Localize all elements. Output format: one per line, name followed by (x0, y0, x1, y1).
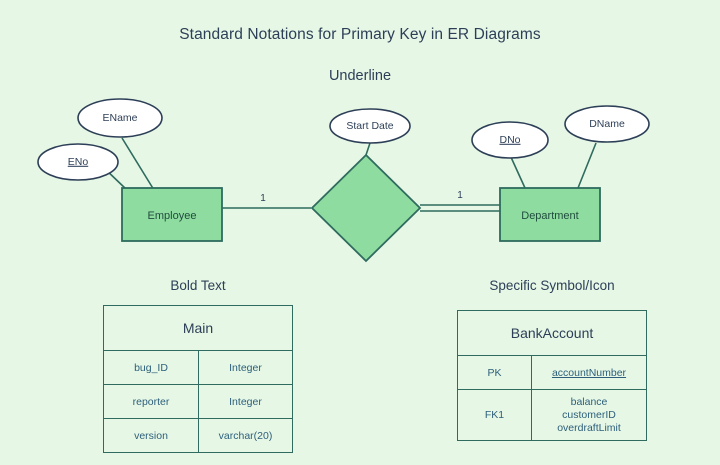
table-main-title: Main (103, 305, 293, 351)
attribute-dname[interactable]: DName (564, 105, 650, 143)
table-row-title: Main (103, 305, 293, 351)
table-row: FK1 balance customerID overdraftLimit (457, 389, 647, 441)
table-row: version varchar(20) (103, 418, 293, 453)
line-dno-department (509, 154, 526, 189)
table-cell-field: version (103, 418, 199, 453)
table-cell-key: PK (457, 355, 532, 390)
attribute-ename-label: EName (102, 112, 137, 124)
table-row-title: BankAccount (457, 310, 647, 356)
entity-department[interactable]: Department (499, 187, 601, 242)
table-cell-type: varchar(20) (198, 418, 293, 453)
line-startdate-relationship (365, 142, 371, 156)
table-row: PK accountNumber (457, 355, 647, 390)
table-row: bug_ID Integer (103, 350, 293, 385)
table-cell-field: reporter (103, 384, 199, 419)
relationship-diamond[interactable] (310, 153, 422, 263)
table-cell-fields: balance customerID overdraftLimit (531, 389, 647, 441)
attribute-dno-label: DNo (499, 134, 520, 146)
attribute-dno[interactable]: DNo (471, 121, 549, 159)
table-main: Main bug_ID Integer reporter Integer ver… (103, 305, 293, 453)
entity-department-label: Department (521, 210, 578, 222)
table-bankaccount-title: BankAccount (457, 310, 647, 356)
table-cell-key: FK1 (457, 389, 532, 441)
er-diagram-canvas: Employee Department 1 1 ENo EName Start … (37, 98, 650, 263)
cardinality-employee: 1 (260, 193, 266, 204)
table-cell-field-overdraftlimit: overdraftLimit (557, 421, 621, 434)
table-cell-type: Integer (198, 350, 293, 385)
line-dname-department (577, 142, 597, 189)
attribute-eno-label: ENo (68, 156, 89, 168)
table-cell-field-accountnumber: accountNumber (551, 366, 627, 379)
section-label-bold-text: Bold Text (170, 278, 226, 293)
table-cell-field: bug_ID (103, 350, 199, 385)
table-row: reporter Integer (103, 384, 293, 419)
table-cell-field-customerid: customerID (562, 408, 616, 421)
table-cell-fields: accountNumber (531, 355, 647, 390)
entity-employee[interactable]: Employee (121, 187, 223, 242)
section-label-specific-symbol: Specific Symbol/Icon (489, 278, 615, 293)
cardinality-department: 1 (457, 190, 463, 201)
attribute-dname-label: DName (589, 118, 625, 130)
table-cell-type: Integer (198, 384, 293, 419)
line-ename-employee (121, 137, 155, 191)
attribute-start-date-label: Start Date (346, 120, 393, 132)
table-bankaccount: BankAccount PK accountNumber FK1 balance… (457, 310, 647, 441)
page-title: Standard Notations for Primary Key in ER… (179, 26, 541, 43)
entity-employee-label: Employee (148, 210, 197, 222)
attribute-ename[interactable]: EName (77, 98, 163, 138)
table-cell-field-balance: balance (570, 395, 608, 408)
double-line-relationship-department (420, 204, 500, 212)
attribute-start-date[interactable]: Start Date (329, 108, 411, 144)
attribute-eno[interactable]: ENo (37, 143, 119, 181)
connector-lines (102, 137, 597, 209)
section-label-underline: Underline (328, 68, 392, 84)
